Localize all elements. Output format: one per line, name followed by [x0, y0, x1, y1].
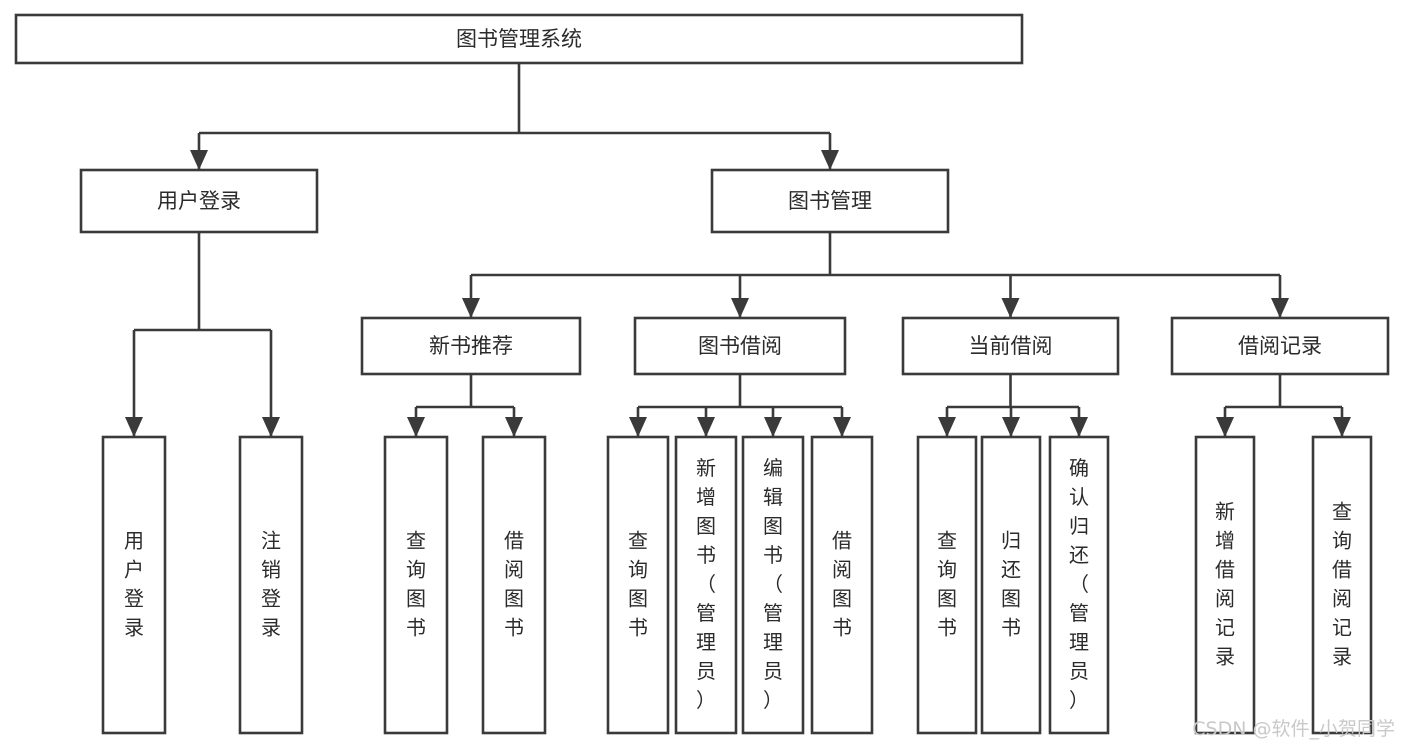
- edge-arrowhead: [938, 417, 956, 437]
- node-label: 图书管理系统: [456, 27, 582, 51]
- edge-arrowhead: [629, 417, 647, 437]
- node-label: 查询图书: [937, 528, 957, 639]
- edge-arrowhead: [505, 417, 523, 437]
- edge-arrowhead: [1002, 417, 1020, 437]
- node-label: 用户登录: [124, 528, 144, 639]
- node-user-login[interactable]: 用户登录: [79, 168, 319, 234]
- edge-arrowhead: [764, 417, 782, 437]
- node-label: 查询图书: [628, 528, 648, 639]
- node-box: [79, 168, 319, 234]
- node-label: 图书借阅: [698, 334, 782, 358]
- node-label: 借阅记录: [1238, 334, 1322, 358]
- connector-layer: [125, 63, 1351, 437]
- node-label: 借阅图书: [504, 528, 524, 639]
- node-root[interactable]: 图书管理系统: [14, 13, 1024, 65]
- edge-arrowhead: [821, 150, 839, 170]
- node-box: [916, 435, 978, 735]
- node-label: 查询借阅记录: [1332, 499, 1352, 668]
- node-book-manage[interactable]: 图书管理: [710, 168, 950, 234]
- node-label: 确认归还（管理员）: [1069, 456, 1089, 712]
- edge-arrowhead: [697, 417, 715, 437]
- node-book-borrow[interactable]: 图书借阅: [633, 316, 847, 376]
- node-leaf-borrow-borrow-book[interactable]: 借阅图书: [810, 435, 874, 735]
- edge-arrowhead: [1216, 417, 1234, 437]
- node-box: [481, 435, 547, 735]
- node-box: [14, 13, 1024, 65]
- node-box: [1194, 435, 1256, 735]
- node-box: [980, 435, 1042, 735]
- node-leaf-current-query-book[interactable]: 查询图书: [916, 435, 978, 735]
- node-label: 新书推荐: [429, 334, 513, 358]
- node-box: [101, 435, 167, 735]
- node-box: [901, 316, 1120, 376]
- node-label: 新增借阅记录: [1215, 499, 1235, 668]
- node-leaf-current-return-book[interactable]: 归还图书: [980, 435, 1042, 735]
- node-box: [1048, 435, 1110, 735]
- node-label: 当前借阅: [969, 334, 1053, 358]
- edge-arrowhead: [1271, 298, 1289, 318]
- node-box: [741, 435, 805, 735]
- node-label: 注销登录: [261, 528, 281, 639]
- node-label: 查询图书: [406, 528, 426, 639]
- node-label: 编辑图书（管理员）: [763, 456, 783, 712]
- node-box: [383, 435, 449, 735]
- edge-arrowhead: [833, 417, 851, 437]
- node-box: [1311, 435, 1373, 735]
- node-box: [810, 435, 874, 735]
- node-leaf-record-add[interactable]: 新增借阅记录: [1194, 435, 1256, 735]
- node-label: 图书管理: [788, 189, 872, 213]
- node-label: 归还图书: [1001, 528, 1021, 639]
- node-leaf-borrow-add-book[interactable]: 新增图书（管理员）: [674, 435, 738, 735]
- edge-arrowhead: [262, 417, 280, 437]
- node-leaf-user-logout[interactable]: 注销登录: [238, 435, 304, 735]
- node-box: [360, 316, 582, 376]
- node-leaf-recommend-borrow-book[interactable]: 借阅图书: [481, 435, 547, 735]
- node-leaf-borrow-query-book[interactable]: 查询图书: [606, 435, 670, 735]
- node-label: 新增图书（管理员）: [696, 456, 716, 712]
- node-current-borrow[interactable]: 当前借阅: [901, 316, 1120, 376]
- node-box: [633, 316, 847, 376]
- edge-arrowhead: [462, 298, 480, 318]
- node-box: [238, 435, 304, 735]
- node-leaf-user-login[interactable]: 用户登录: [101, 435, 167, 735]
- node-layer: 图书管理系统用户登录图书管理新书推荐图书借阅当前借阅借阅记录用户登录注销登录查询…: [14, 13, 1390, 735]
- node-box: [606, 435, 670, 735]
- node-new-book-recommend[interactable]: 新书推荐: [360, 316, 582, 376]
- edge-arrowhead: [190, 150, 208, 170]
- node-leaf-recommend-query-book[interactable]: 查询图书: [383, 435, 449, 735]
- edge-arrowhead: [1333, 417, 1351, 437]
- node-label: 借阅图书: [832, 528, 852, 639]
- node-leaf-borrow-edit-book[interactable]: 编辑图书（管理员）: [741, 435, 805, 735]
- node-label: 用户登录: [157, 189, 241, 213]
- node-borrow-record[interactable]: 借阅记录: [1170, 316, 1390, 376]
- edge-arrowhead: [407, 417, 425, 437]
- edge-arrowhead: [125, 417, 143, 437]
- node-box: [710, 168, 950, 234]
- node-leaf-current-confirm-return[interactable]: 确认归还（管理员）: [1048, 435, 1110, 735]
- edge-arrowhead: [731, 298, 749, 318]
- edge-arrowhead: [1070, 417, 1088, 437]
- node-leaf-record-query[interactable]: 查询借阅记录: [1311, 435, 1373, 735]
- edge-arrowhead: [1001, 298, 1020, 318]
- node-box: [1170, 316, 1390, 376]
- node-box: [674, 435, 738, 735]
